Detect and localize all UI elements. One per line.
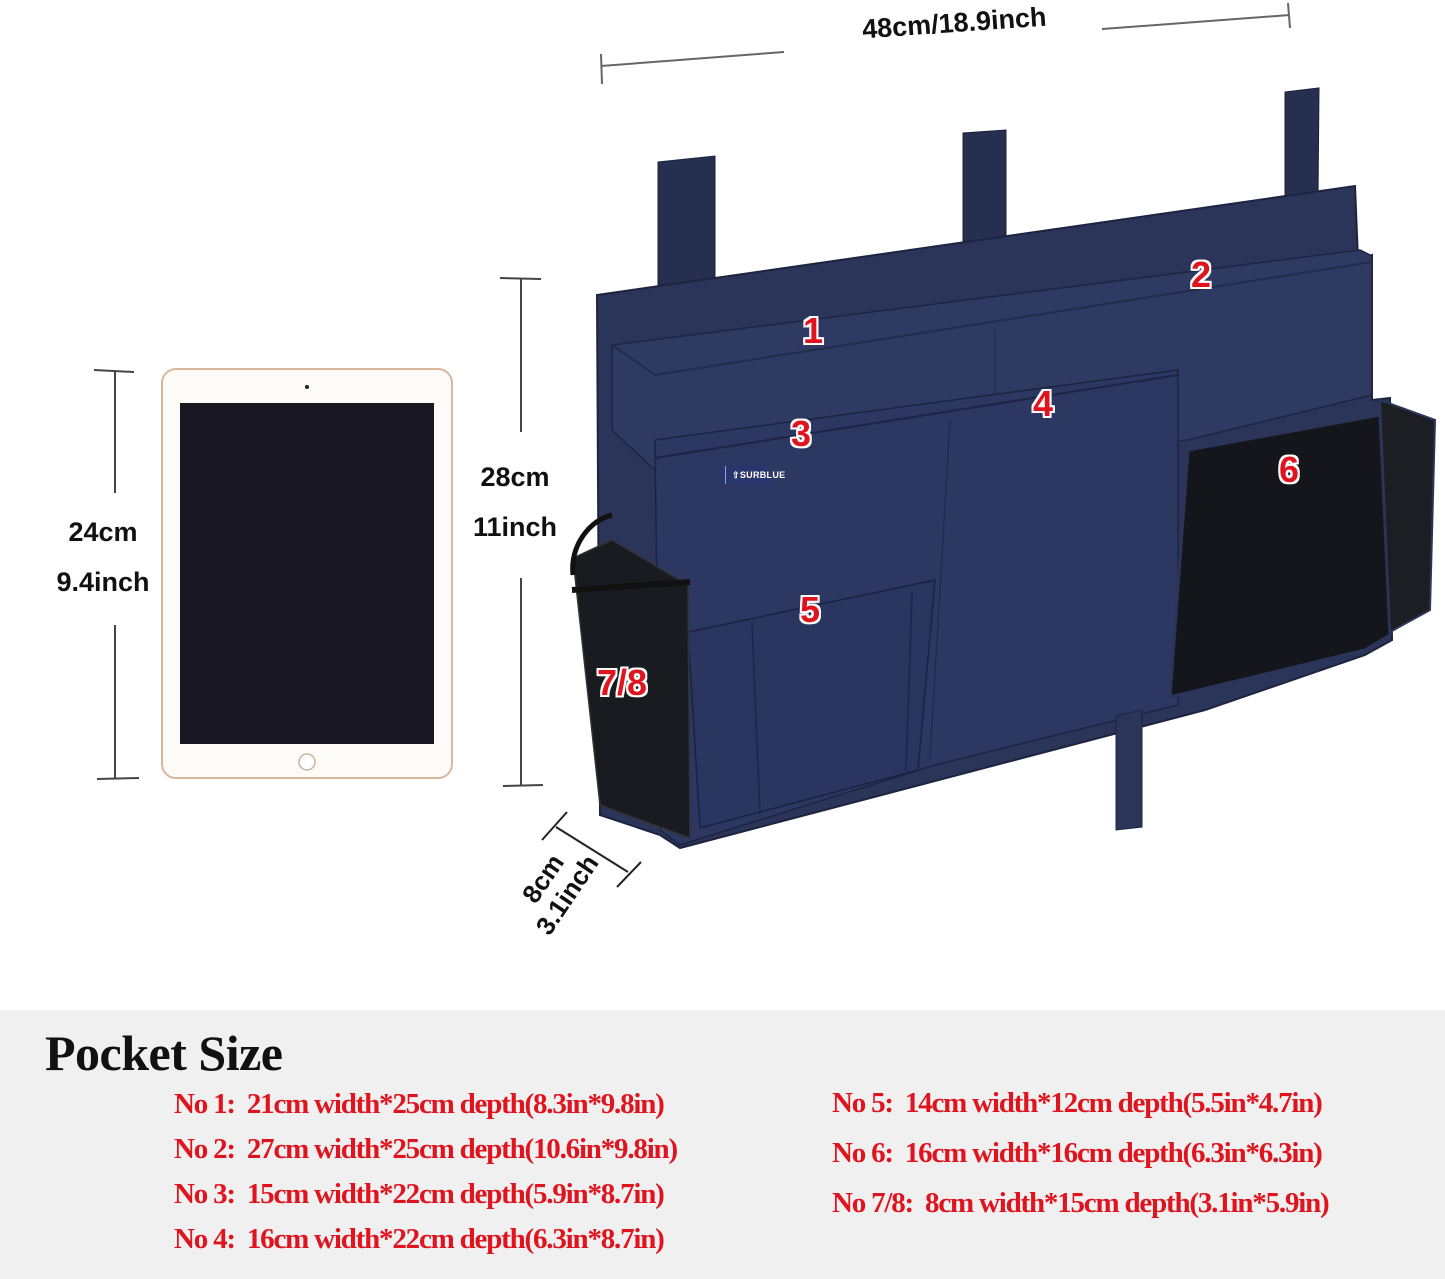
pocket-size-row: No 2: 27cm width*25cm depth(10.6in*9.8in): [174, 1127, 678, 1172]
pocket-size-no: No 6:: [832, 1137, 894, 1169]
depth-dimension-line: [541, 811, 642, 888]
pocket-size-row: No 6: 16cm width*16cm depth(6.3in*6.3in): [832, 1128, 1329, 1178]
pocket-label-3: 3: [791, 413, 812, 454]
pocket-size-panel: Pocket Size No 1: 21cm width*25cm depth(8…: [0, 1010, 1445, 1279]
pocket-size-no: No 7/8:: [832, 1187, 914, 1219]
pocket-1-2-seam: [611, 261, 1373, 377]
pocket-size-row: No 1: 21cm width*25cm depth(8.3in*9.8in): [174, 1082, 677, 1127]
pocket-size-spec: 27cm width*25cm depth(10.6in*9.8in): [246, 1133, 678, 1165]
elastic-band: [570, 512, 613, 576]
organizer-height-in: 11inch: [472, 511, 558, 542]
pocket-size-row: No 3: 15cm width*22cm depth(5.9in*8.7in): [174, 1172, 677, 1217]
tablet-device: [161, 368, 453, 779]
tablet-height-in: 9.4inch: [56, 566, 150, 597]
pocket-size-no: No 4:: [174, 1223, 236, 1255]
pocket-size-no: No 1:: [174, 1088, 236, 1120]
pocket-size-no: No 5:: [832, 1087, 894, 1119]
brand-name: SURBLUE: [739, 470, 786, 480]
organizer-height-label: 28cm 11inch: [460, 453, 570, 553]
pocket-size-spec: 16cm width*16cm depth(6.3in*6.3in): [904, 1137, 1323, 1169]
tablet-height-line: [93, 369, 140, 780]
pocket-size-list-right: No 5:14cm width*12cm depth(5.5in*4.7in) …: [832, 1078, 1330, 1228]
elastic-band-lower: [571, 579, 691, 593]
illustration-canvas: [93, 2, 1437, 888]
pocket-size-row: No 7/8: 8cm width*15cm depth(3.1in*5.9in): [832, 1178, 1330, 1228]
organizer-height-line: [499, 277, 544, 787]
pocket-size-list-left: No 1:21cm width*25cm depth(8.3in*9.8in) …: [174, 1082, 678, 1262]
pocket-size-title: Pocket Size: [45, 1025, 283, 1081]
pocket-5-divider: [751, 621, 761, 816]
mesh-pocket-7-8: [572, 539, 691, 840]
brand-tag: ⇧SURBLUE: [725, 466, 789, 484]
pocket-5-front: [687, 579, 936, 829]
pocket-5-seam: [905, 591, 913, 773]
tablet-height-label: 24cm 9.4inch: [48, 508, 158, 608]
pocket-label-7-8: 7/8: [597, 662, 648, 703]
mesh-pocket-6-side: [1378, 398, 1437, 634]
pocket-size-spec: 16cm width*22cm depth(6.3in*8.7in): [246, 1223, 665, 1255]
pocket-label-2: 2: [1191, 254, 1212, 295]
pocket-size-no: No 3:: [174, 1178, 236, 1210]
tablet-height-cm: 24cm: [68, 517, 138, 547]
pocket-size-spec: 14cm width*12cm depth(5.5in*4.7in): [904, 1087, 1323, 1119]
pocket-3-4-divider: [929, 419, 951, 759]
bottom-strap: [1115, 709, 1143, 831]
pocket-label-5: 5: [800, 589, 821, 630]
mesh-pocket-6: [1168, 413, 1392, 699]
pocket-label-6: 6: [1279, 449, 1300, 490]
pocket-size-row: No 5: 14cm width*12cm depth(5.5in*4.7in): [832, 1078, 1329, 1128]
brand-tag-bg: [720, 465, 770, 485]
pocket-size-spec: 15cm width*22cm depth(5.9in*8.7in): [246, 1178, 665, 1210]
pocket-size-no: No 2:: [174, 1133, 236, 1165]
pocket-label-1: 1: [803, 310, 824, 351]
pocket-size-spec: 21cm width*25cm depth(8.3in*9.8in): [246, 1088, 665, 1120]
pocket-size-spec: 8cm width*15cm depth(3.1in*5.9in): [925, 1187, 1330, 1219]
pocket-label-4: 4: [1033, 383, 1054, 424]
house-icon: ⇧: [732, 470, 740, 480]
pocket-size-row: No 4: 16cm width*22cm depth(6.3in*8.7in): [174, 1217, 677, 1262]
product-illustration: 48cm/18.9inch 24cm 9.4inch 28cm 11inch 8…: [48, 2, 1437, 940]
organizer-height-cm: 28cm: [480, 462, 550, 492]
pocket-1-2-front: [611, 249, 1373, 476]
pocket-3-4-hem: [654, 374, 1179, 459]
width-dimension-line: [600, 2, 1291, 85]
